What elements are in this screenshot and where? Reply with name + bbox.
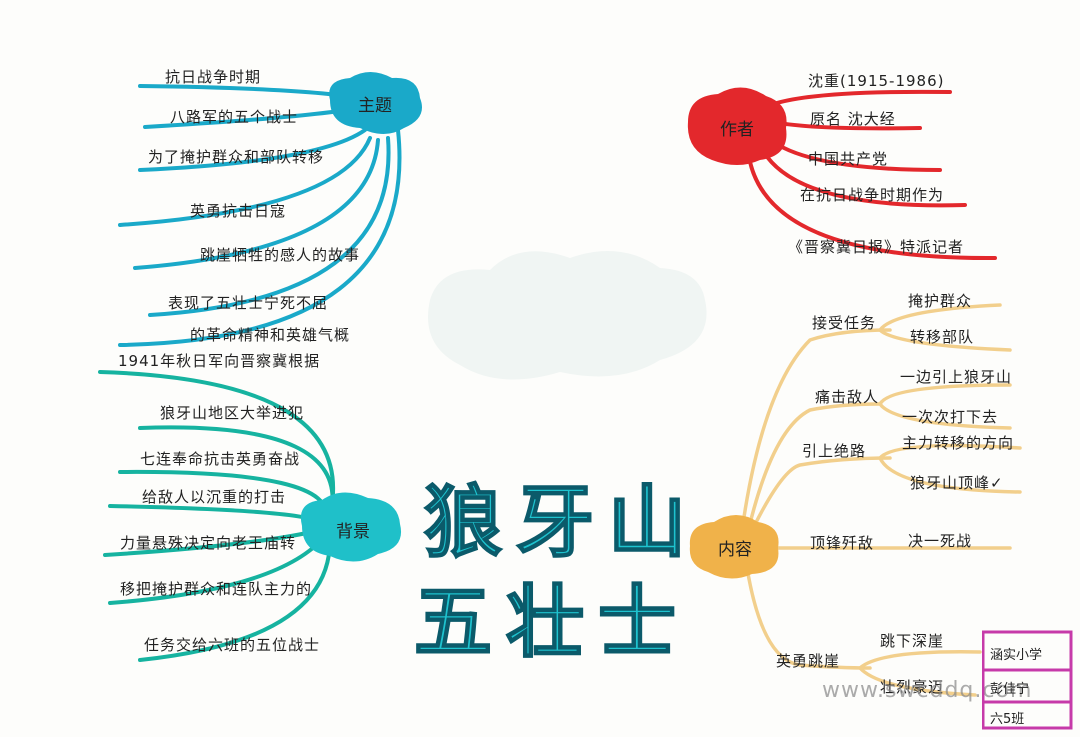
theme-node-label: 主题 bbox=[358, 95, 392, 116]
author-cloud bbox=[687, 87, 787, 165]
theme-item: 抗日战争时期 bbox=[165, 68, 262, 86]
background-item: 1941年秋日军向晋察冀根据 bbox=[118, 352, 321, 370]
content-sub: 转移部队 bbox=[910, 328, 975, 346]
content-group: 接受任务 bbox=[812, 314, 877, 332]
content-branches bbox=[738, 303, 1022, 697]
content-node-label: 内容 bbox=[718, 539, 752, 560]
content-sub: 主力转移的方向 bbox=[902, 434, 1015, 452]
content-group: 英勇跳崖 bbox=[776, 652, 841, 670]
background-item: 任务交给六班的五位战士 bbox=[144, 636, 321, 654]
content-group: 痛击敌人 bbox=[815, 388, 880, 406]
background-cloud bbox=[300, 492, 402, 562]
theme-item: 跳崖牺牲的感人的故事 bbox=[200, 246, 361, 264]
content-sub: 决一死战 bbox=[908, 532, 973, 550]
content-sub: 掩护群众 bbox=[908, 292, 973, 310]
content-cloud bbox=[689, 515, 779, 579]
badge-class: 六5班 bbox=[990, 712, 1025, 727]
content-sub: 跳下深崖 bbox=[880, 632, 945, 650]
theme-item: 英勇抗击日寇 bbox=[190, 202, 287, 220]
background-node-label: 背景 bbox=[336, 521, 370, 542]
author-item: 沈重(1915-1986) bbox=[808, 72, 945, 90]
background-item: 给敌人以沉重的打击 bbox=[142, 488, 287, 506]
center-title-line1: 狼牙山 bbox=[423, 477, 701, 569]
theme-cloud bbox=[329, 72, 422, 134]
background-item: 狼牙山地区大举进犯 bbox=[160, 404, 305, 422]
theme-item: 表现了五壮士宁死不屈 bbox=[168, 294, 329, 312]
content-sub: 狼牙山顶峰✓ bbox=[910, 474, 1004, 492]
theme-branches bbox=[118, 84, 402, 347]
content-sub: 一边引上狼牙山 bbox=[900, 368, 1013, 386]
author-item: 《晋察冀日报》特派记者 bbox=[788, 238, 965, 256]
theme-item: 的革命精神和英雄气概 bbox=[190, 326, 351, 344]
center-title-line2: 五壮士 bbox=[413, 577, 691, 669]
content-group: 引上绝路 bbox=[802, 442, 867, 460]
badge-name: 彭佳宁 bbox=[990, 682, 1030, 697]
watermark: www.swcddq.com bbox=[822, 678, 1033, 703]
content-sub: 壮烈豪迈 bbox=[880, 678, 945, 696]
background-item: 移把掩护群众和连队主力的 bbox=[120, 580, 313, 598]
badge-frame bbox=[982, 630, 1073, 730]
theme-item: 为了掩护群众和部队转移 bbox=[148, 148, 325, 166]
author-node-label: 作者 bbox=[720, 119, 754, 140]
author-item: 原名 沈大经 bbox=[810, 110, 896, 128]
author-item: 在抗日战争时期作为 bbox=[800, 186, 945, 204]
content-sub: 一次次打下去 bbox=[902, 408, 999, 426]
name-badge: 涵实小学 彭佳宁 六5班 bbox=[982, 630, 1074, 730]
content-group: 顶锋歼敌 bbox=[810, 534, 875, 552]
background-item: 七连奉命抗击英勇奋战 bbox=[140, 450, 301, 468]
background-item: 力量悬殊决定向老王庙转 bbox=[120, 534, 297, 552]
faint-cloud bbox=[428, 250, 707, 380]
theme-item: 八路军的五个战士 bbox=[170, 108, 299, 126]
author-item: 中国共产党 bbox=[808, 150, 889, 168]
badge-school: 涵实小学 bbox=[990, 648, 1043, 663]
